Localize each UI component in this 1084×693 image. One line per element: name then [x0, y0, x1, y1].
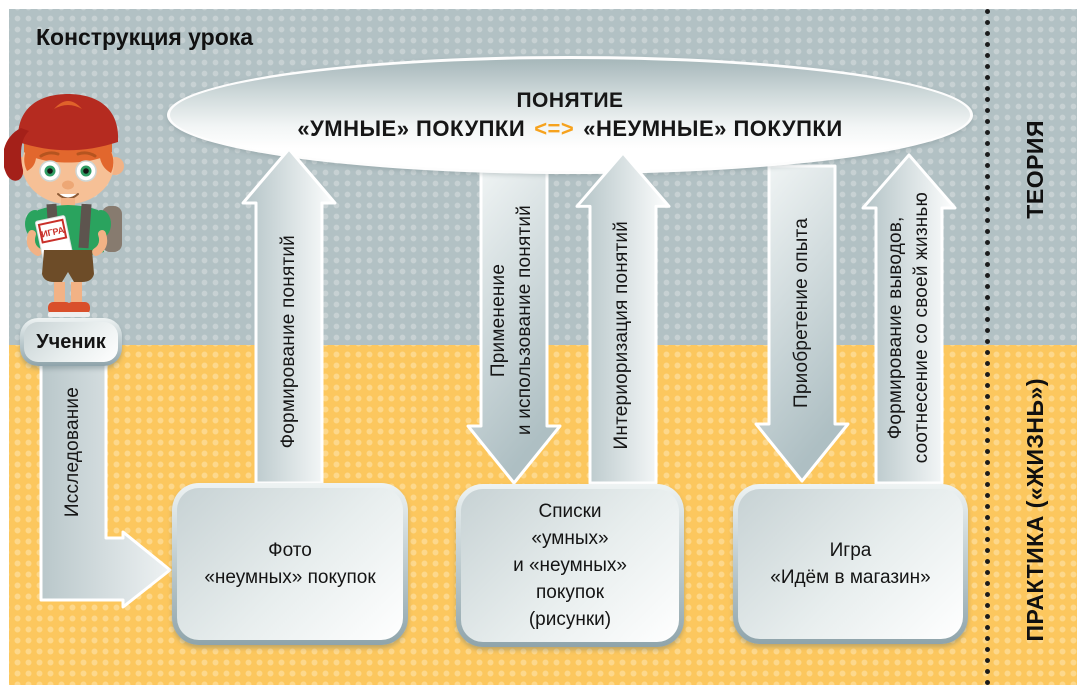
box-line: (рисунки): [528, 609, 612, 630]
arrow-interiorization-up: [575, 151, 671, 485]
box-line: Фото: [268, 540, 312, 561]
box-line: «умных»: [531, 528, 609, 549]
arrow-conclusions-up: [861, 153, 957, 485]
concept-heading: ПОНЯТИЕ: [516, 88, 624, 112]
box-line: покупок: [535, 582, 605, 603]
box-line: Списки: [538, 501, 602, 522]
arrow-label-interiorization: Интериоризация понятий: [611, 220, 632, 450]
shorts: [42, 250, 94, 282]
outcome-box-game: Игра «Идём в магазин»: [733, 484, 968, 644]
concept-ellipse: ПОНЯТИЕ «УМНЫЕ» ПОКУПКИ <=> «НЕУМНЫЕ» ПО…: [167, 56, 973, 174]
arrow-label-conclusions: Формирование выводов, соотнесение со сво…: [885, 191, 932, 464]
box-line: и «неумных»: [513, 555, 627, 576]
shoe: [48, 302, 71, 314]
concept-comparison: «УМНЫЕ» ПОКУПКИ <=> «НЕУМНЫЕ» ПОКУПКИ: [297, 116, 842, 142]
box-line: «неумных» покупок: [204, 567, 376, 588]
outcome-box-photo: Фото «неумных» покупок: [172, 483, 408, 645]
theory-section: ТЕОРИЯ: [992, 9, 1078, 329]
box-line: «Идём в магазин»: [770, 567, 931, 588]
arrow-research-bent: [39, 360, 172, 609]
book-label: ИГРА: [40, 225, 65, 240]
theory-practice-separator: [985, 6, 990, 688]
arrow-label-experience: Приобретение опыта: [791, 217, 812, 408]
box-line: Игра: [829, 540, 872, 561]
cap-icon: [17, 94, 119, 151]
smart-purchases-label: «УМНЫЕ» ПОКУПКИ: [297, 115, 526, 141]
arrow-label-application: Применение и использование понятий: [488, 204, 535, 436]
practice-section: ПРАКТИКА («ЖИЗНЬ»): [992, 345, 1078, 675]
comparison-symbol: <=>: [534, 115, 575, 141]
arrow-label-concept-formation: Формирование понятий: [278, 234, 299, 449]
page-title: Конструкция урока: [36, 24, 254, 50]
theory-section-label: ТЕОРИЯ: [1021, 119, 1048, 219]
arrow-label-research: Исследование: [62, 387, 83, 518]
unsmart-purchases-label: «НЕУМНЫЕ» ПОКУПКИ: [583, 115, 843, 141]
practice-section-label: ПРАКТИКА («ЖИЗНЬ»): [1021, 378, 1048, 642]
arrow-experience-down: [754, 164, 850, 483]
shoe: [67, 302, 90, 314]
student-label: Ученик: [20, 318, 122, 366]
student-character-illustration: ИГРА: [4, 94, 124, 317]
arrow-application-down: [466, 168, 562, 485]
outcome-box-lists: Списки «умных» и «неумных» покупок (рису…: [456, 484, 684, 647]
